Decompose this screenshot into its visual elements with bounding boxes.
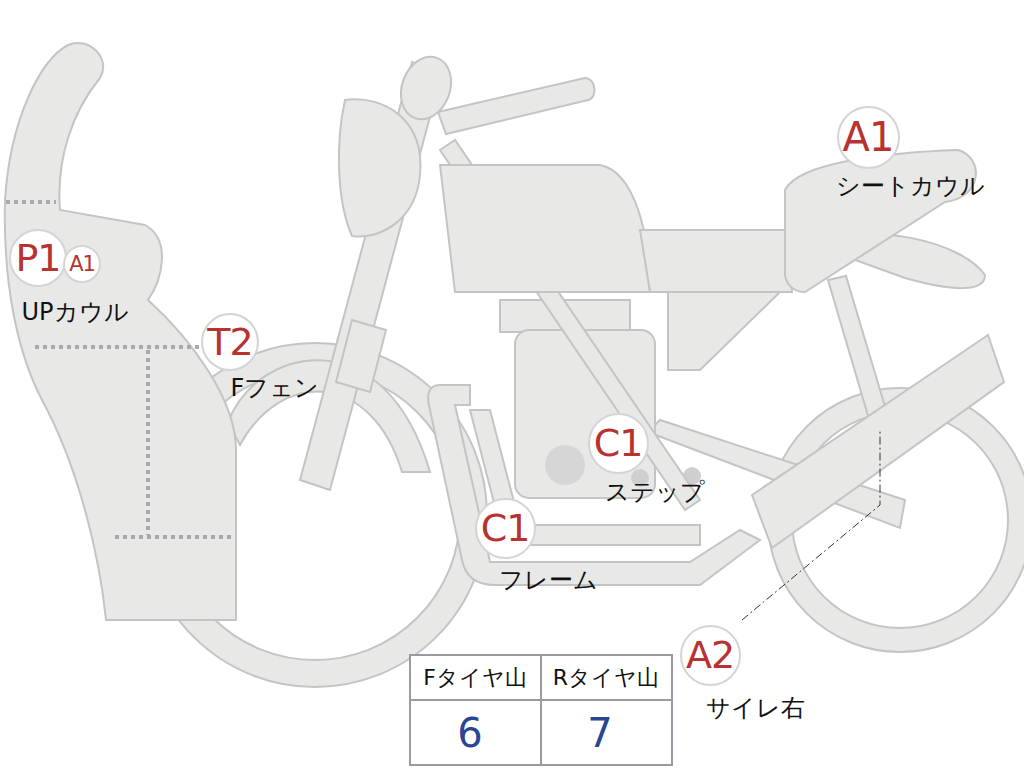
callout-number: C1 (481, 509, 530, 547)
callout-number: C1 (594, 424, 643, 462)
part-name: UPカウル (21, 299, 128, 325)
silencer (752, 335, 1004, 548)
fuel-tank (440, 165, 650, 292)
seat (640, 230, 792, 292)
part-name: サイレ右 (706, 695, 805, 721)
front-fork (300, 62, 442, 490)
part-name: Fフェン (231, 375, 320, 401)
frame-rail (440, 140, 700, 510)
callout-circle: C1 (475, 498, 536, 559)
mirror (393, 50, 460, 127)
callout-circle: P1 (9, 229, 67, 287)
table-value: 6 (457, 711, 482, 755)
part-name: ステップ (605, 479, 705, 505)
callout-circle: C1 (588, 413, 649, 474)
table-header: Rタイヤ山 (553, 666, 659, 690)
table-header: Fタイヤ山 (423, 666, 527, 690)
fork-guard (336, 320, 386, 392)
callout-circle: T2 (201, 313, 259, 371)
handlebar (438, 78, 594, 134)
panel-lines (6, 202, 234, 537)
headlight (339, 99, 420, 236)
callout-number: P1 (15, 239, 60, 277)
tire-table (410, 655, 672, 765)
seat-cowl (785, 150, 976, 292)
callout-number: A2 (686, 636, 734, 674)
leader-line (742, 430, 880, 620)
engine-cover (545, 445, 585, 485)
callout-number: A1 (69, 254, 95, 275)
side-cover (668, 292, 780, 370)
callout-circle: A1 (63, 245, 101, 283)
callout-circle: A2 (680, 625, 741, 686)
callout-number: T2 (207, 323, 252, 361)
upper-cowl (5, 43, 236, 620)
callout-number: A1 (843, 117, 894, 157)
part-name: フレーム (499, 567, 598, 593)
table-value: 7 (587, 711, 612, 755)
part-name: シートカウル (836, 173, 985, 199)
callout-circle: A1 (837, 106, 900, 169)
